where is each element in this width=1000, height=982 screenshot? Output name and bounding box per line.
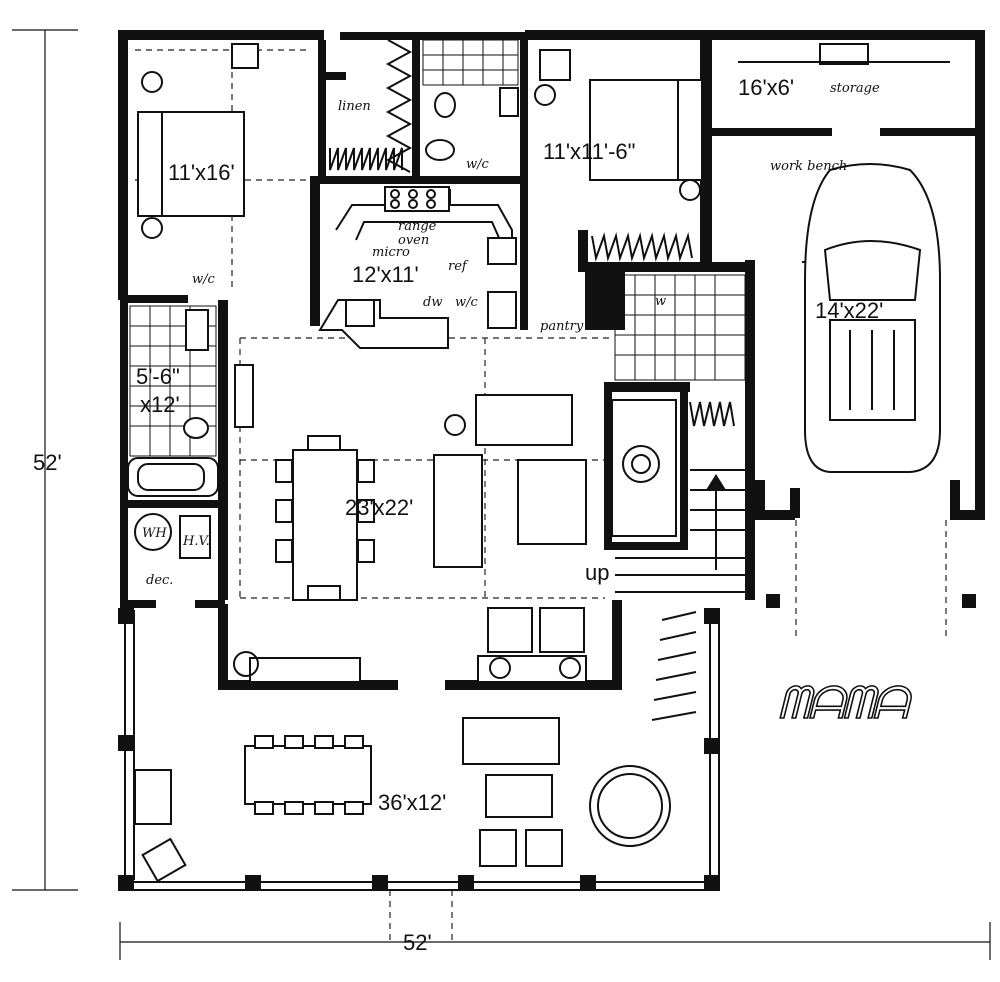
closet-rods [329,39,735,427]
note-dw: dw [423,295,442,310]
laundry-tile [614,274,746,381]
note-range-line1: range [398,219,437,234]
room-label-bedroom-right: 11'x11'-6" [543,139,635,164]
room-label-kitchen: 12'x11' [352,262,419,287]
note-wh: WH [142,526,167,541]
shower-tile [422,39,519,86]
room-label-porch: 36'x12' [378,790,446,815]
note-laundry-w: w [655,294,666,309]
note-wc-kitchen: w/c [455,295,479,310]
room-label-bedroom-left: 11'x16' [168,160,235,185]
room-label-garage: 14'x22' [815,298,883,323]
note-hv: H.V. [182,534,210,549]
note-work-bench: work bench [770,159,847,174]
artist-signature: ᗰᗩᗰᗩ [778,678,913,729]
porch-furniture [134,717,671,883]
note-pantry: pantry [540,319,584,334]
dimension-width: 52' [403,930,432,955]
mechanical [134,513,211,559]
beds [137,43,703,239]
note-dec: dec. [146,573,173,588]
room-label-bath: 5'-6" x12' [136,364,186,417]
room-label-bath-line1: 5'-6" [136,364,180,389]
note-linen: linen [338,99,371,114]
room-label-storage: 16'x6' [738,75,794,100]
dimension-lines [12,29,991,960]
storage-room [712,43,980,136]
porch-steps [651,611,697,721]
porch [118,520,976,891]
note-wc-bath: w/c [466,157,490,172]
note-range-oven: range oven [398,219,441,248]
bath-fixtures [127,87,519,497]
room-label-great-room: 23'x22' [345,495,413,520]
note-storage: storage [830,81,880,96]
exterior-walls [118,30,985,620]
dimension-height: 52' [33,450,62,475]
room-label-bath-line2: x12' [140,392,180,417]
fireplace [611,399,677,537]
note-range-line2: oven [398,233,429,248]
note-wc-left: w/c [192,272,216,287]
note-up: up [585,560,609,585]
great-room-furniture [233,364,587,683]
interior-walls [128,40,753,690]
kitchen-counter [318,186,517,349]
note-micro: micro [372,245,410,260]
car [802,163,941,473]
note-ref: ref [448,259,469,274]
stair [615,469,745,593]
